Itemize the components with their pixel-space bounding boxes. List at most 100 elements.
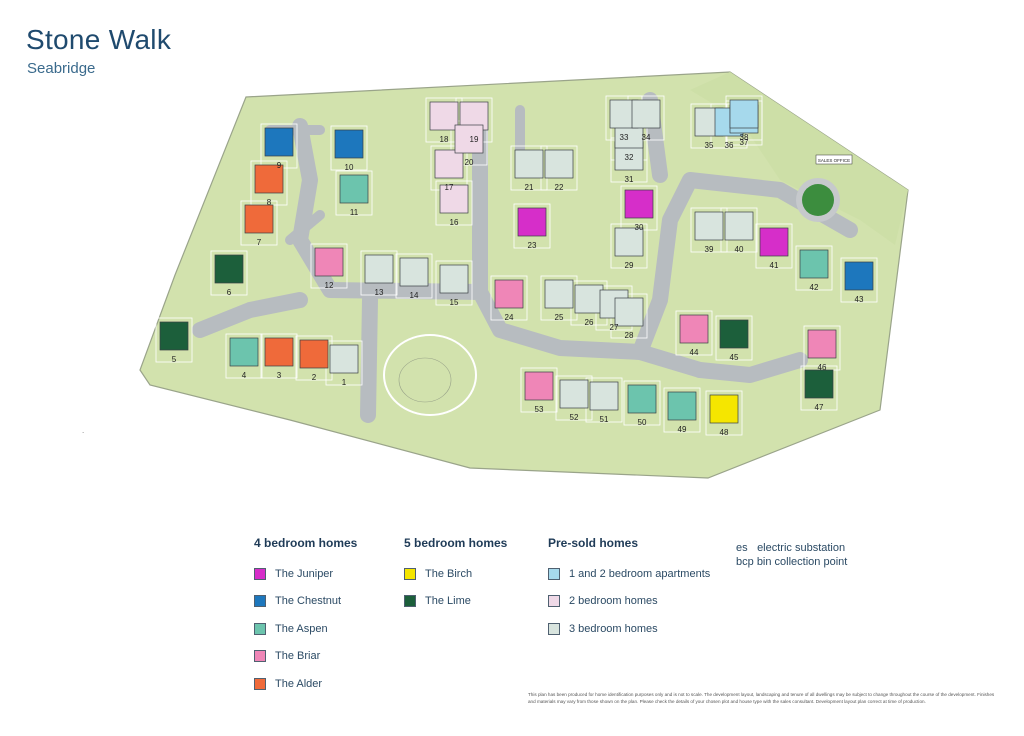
legend-five-bed: 5 bedroom homes The Birch The Lime (404, 536, 507, 615)
plot-47-house[interactable] (804, 369, 834, 399)
plot-number-label: 11 (350, 208, 359, 217)
plot-48-house[interactable] (709, 394, 739, 424)
plot-number-label: 48 (720, 428, 729, 437)
legend-item: The Alder (254, 670, 357, 698)
swatch-three-bed (548, 622, 560, 635)
plot-number-label: 26 (585, 318, 594, 327)
plot-5-house[interactable] (159, 321, 189, 351)
plot-34-house[interactable] (631, 99, 661, 129)
plot-12-boundary (310, 243, 348, 289)
plot-number-label: 36 (725, 141, 734, 150)
plot-53-boundary (520, 367, 558, 413)
plot-number-label: 4 (242, 371, 247, 380)
sales-office-box (815, 154, 853, 165)
plot-28-house[interactable] (614, 297, 644, 327)
plot-11-house[interactable] (339, 174, 369, 204)
plot-50-boundary (623, 380, 661, 426)
plot-2-house[interactable] (299, 339, 329, 369)
swatch-two-bed (548, 595, 560, 608)
plot-48-boundary (705, 390, 743, 436)
plot-45-house[interactable] (719, 319, 749, 349)
plot-number-label: 32 (625, 153, 634, 162)
plot-16-boundary (435, 180, 473, 226)
plot-15-house[interactable] (439, 264, 469, 294)
plot-number-label: 5 (172, 355, 177, 364)
plot-12-house[interactable] (314, 247, 344, 277)
legend-five-bed-heading: 5 bedroom homes (404, 536, 508, 550)
plot-number-label: 14 (410, 291, 419, 300)
plot-number-label: 22 (555, 183, 564, 192)
plot-10-house[interactable] (334, 129, 364, 159)
plot-1-house[interactable] (329, 344, 359, 374)
plot-number-label: 33 (620, 133, 629, 142)
plot-38-house[interactable] (729, 99, 759, 129)
legend-item: The Briar (254, 643, 357, 671)
plot-49-house[interactable] (667, 391, 697, 421)
swatch-alder (254, 677, 266, 690)
plot-21-house[interactable] (514, 149, 544, 179)
plot-43-house[interactable] (844, 261, 874, 291)
plot-42-house[interactable] (799, 249, 829, 279)
plot-number-label: 24 (505, 313, 514, 322)
legend-four-bed: 4 bedroom homes The Juniper The Chestnut… (254, 536, 357, 698)
plot-number-label: 35 (705, 141, 714, 150)
plot-17-house[interactable] (434, 149, 464, 179)
plot-number-label: 52 (570, 413, 579, 422)
plot-29-boundary (610, 223, 648, 269)
plot-51-house[interactable] (589, 381, 619, 411)
plot-number-label: 6 (227, 288, 232, 297)
plot-14-house[interactable] (399, 257, 429, 287)
plot-number-label: 38 (740, 133, 749, 142)
plot-number-label: 45 (730, 353, 739, 362)
plot-16-house[interactable] (439, 184, 469, 214)
swatch-chestnut (254, 595, 266, 608)
plot-47-boundary (800, 365, 838, 411)
plot-3-house[interactable] (264, 337, 294, 367)
plot-20-house[interactable] (454, 124, 484, 154)
plot-15-boundary (435, 260, 473, 306)
plot-number-label: 10 (345, 163, 354, 172)
plot-50-house[interactable] (627, 384, 657, 414)
plot-40-house[interactable] (724, 211, 754, 241)
plot-23-house[interactable] (517, 207, 547, 237)
plot-number-label: 15 (450, 298, 459, 307)
legend-pre-sold-heading: Pre-sold homes (548, 536, 639, 550)
legend-item: The Chestnut (254, 588, 357, 616)
plot-number-label: 51 (600, 415, 609, 424)
swatch-lime (404, 595, 416, 608)
plot-8-house[interactable] (254, 164, 284, 194)
plot-42-boundary (795, 245, 833, 291)
plot-46-house[interactable] (807, 329, 837, 359)
plot-25-house[interactable] (544, 279, 574, 309)
plot-7-house[interactable] (244, 204, 274, 234)
plot-53-house[interactable] (524, 371, 554, 401)
plot-9-house[interactable] (264, 127, 294, 157)
plot-4-house[interactable] (229, 337, 259, 367)
plot-52-house[interactable] (559, 379, 589, 409)
plot-13-house[interactable] (364, 254, 394, 284)
plot-41-house[interactable] (759, 227, 789, 257)
plot-number-label: 3 (277, 371, 282, 380)
plot-39-house[interactable] (694, 211, 724, 241)
plot-24-house[interactable] (494, 279, 524, 309)
plot-14-boundary (395, 253, 433, 299)
plot-6-boundary (210, 250, 248, 296)
plot-number-label: 50 (638, 418, 647, 427)
legend-item: 1 and 2 bedroom apartments (548, 560, 710, 588)
plot-29-house[interactable] (614, 227, 644, 257)
plot-number-label: 27 (610, 323, 619, 332)
plot-22-house[interactable] (544, 149, 574, 179)
plot-4-boundary (225, 333, 263, 379)
plot-number-label: 42 (810, 283, 819, 292)
plot-6-house[interactable] (214, 254, 244, 284)
swatch-birch (404, 567, 416, 580)
plot-18-house[interactable] (429, 101, 459, 131)
plot-number-label: 9 (277, 161, 282, 170)
legend-item: The Birch (404, 560, 507, 588)
plot-30-house[interactable] (624, 189, 654, 219)
plot-44-house[interactable] (679, 314, 709, 344)
plot-number-label: 53 (535, 405, 544, 414)
plot-26-house[interactable] (574, 284, 604, 314)
roads (192, 92, 858, 423)
